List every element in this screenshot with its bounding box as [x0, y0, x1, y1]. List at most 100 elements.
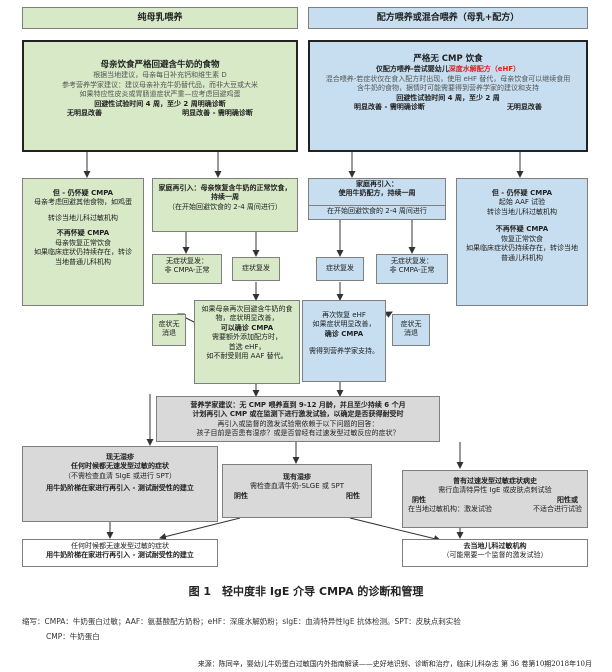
- no-eczema-title: 现无湿疹: [106, 453, 134, 461]
- right-main-line1: 仅配方喂养-尝试婴幼儿: [375, 65, 449, 74]
- left-confirm-box: 如果母亲再次回避含牛奶的食 物，症状明显改善， 可以确诊 CMPA 需要额外添加…: [194, 300, 300, 384]
- right-nofix-l1: 症状无: [400, 320, 422, 328]
- immediate-negative: 阴性: [412, 495, 426, 504]
- left-main-box: 母亲饮食严格回避含牛奶的食物 根据当地建议，母亲每日补充钙和维生素 D 参考营养…: [22, 40, 298, 152]
- no-eczema-l1: 任何时候都无速发型过敏的症状: [71, 462, 169, 471]
- left-still-suspect-box: 但 - 仍怀疑 CMPA 母亲考虑回避其他食物，如鸡蛋 转诊当地儿科过敏机构 不…: [22, 178, 144, 306]
- right-side-l5: 如果临床症状仍持续存在，转诊当地: [466, 244, 578, 253]
- left-main-line3: 如果特应性皮炎或胃肠道症状严重—应考虑回避鸡蛋: [79, 90, 241, 99]
- right-main-line3: 含牛奶的食物，据情时可能需要得到营养学家的建议和支持: [357, 84, 539, 93]
- right-main-title: 严格无 CMP 饮食: [413, 54, 483, 64]
- dietitian-advice-box: 营养学家建议：无 CMP 喂养直到 9-12 月龄，并且至少持续 6 个月 计划…: [156, 396, 440, 442]
- center-l4: 孩子目前是否患有湿疹？或是否曾经有过速发型过敏反应的症状？: [196, 429, 400, 438]
- center-l2: 计划再引入 CMP 或在监测下进行激发试验，以确定是否获得耐受时: [192, 410, 404, 419]
- right-header: 配方喂养或混合喂养（母乳+配方）: [308, 7, 588, 29]
- right-resume-l4: 需得到营养学家支持。: [309, 347, 379, 356]
- left-home-reintro-sub: （在开始回避饮食的 2-4 周间进行）: [168, 202, 282, 211]
- immediate-history-box: 曾有过速发型过敏症状病史 需行血清特异性 IgE 或皮肤点刺试验 阴性 阳性或 …: [402, 470, 588, 528]
- right-recurrence-box: 症状复发: [316, 257, 364, 281]
- left-resume-l6: 如不耐受则用 AAF 替代。: [206, 352, 288, 361]
- center-l1: 营养学家建议：无 CMP 喂养直到 9-12 月龄，并且至少持续 6 个月: [190, 401, 406, 409]
- abbreviations-line1: 缩写：CMPA：牛奶蛋白过敏；AAF：氨基酸配方奶粉；eHF：深度水解奶粉；sI…: [22, 617, 461, 626]
- right-main-no-improve: 无明显改善: [506, 103, 542, 112]
- left-no-resolve-box: 症状无 消退: [152, 314, 186, 346]
- immediate-pos-label: 不适合进行试验: [533, 505, 582, 514]
- figure-caption: 图 1 轻中度非 IgE 介导 CMPA 的诊断和管理: [188, 585, 424, 598]
- right-main-line2: 混合喂养-若症状仅在食入配方时出现，使用 eHF 替代，母亲饮食可以继续食用: [325, 74, 571, 83]
- eczema-negative: 阴性: [234, 491, 248, 500]
- left-resume-l1: 如果母亲再次回避含牛奶的食: [201, 305, 293, 313]
- right-main-ehf: 深度水解配方（eHF）: [448, 65, 521, 74]
- left-side-line5: 如果临床症状仍持续存在，转诊: [34, 248, 132, 257]
- immediate-positive: 阳性或: [557, 495, 578, 504]
- eczema-l1: 需检查血清牛奶-SLGE 或 SPT: [249, 482, 345, 491]
- no-eczema-l3: 用牛奶阶梯在家进行再引入 - 测试耐受性的建立: [46, 484, 194, 493]
- right-side-l4: 恢复正常饮食: [501, 234, 543, 243]
- left-main-line2: 参考营养学家建议：建议母亲补充牛奶替代品，而非大豆或大米: [62, 80, 258, 89]
- right-nosym-l2: 非 CMPA-正常: [389, 266, 435, 275]
- left-resume-l2: 物，症状明显改善，: [215, 314, 279, 323]
- right-resume-l3: 确诊 CMPA: [324, 329, 364, 338]
- right-main-line4: 回避性试验时间 4 周，至少 2 周: [396, 93, 500, 102]
- right-reintro-l2: 在开始回避饮食的 2-4 周间进行: [327, 207, 427, 215]
- left-resume-l4: 需要额外添加配方时，: [212, 333, 282, 342]
- left-recurrence-label: 症状复发: [242, 264, 270, 272]
- left-side-line1: 母亲考虑回避其他食物，如鸡蛋: [34, 198, 132, 207]
- eczema-positive: 阳性: [346, 491, 360, 500]
- right-no-resolve-box: 症状无 消退: [392, 314, 430, 346]
- left-side-line4: 母亲恢复正常饮食: [55, 238, 111, 247]
- immediate-l1: 需行血清特异性 IgE 或皮肤点刺试验: [438, 486, 552, 495]
- right-home-reintro-box: 家庭再引入： 使用牛奶配方，持续一周: [308, 178, 446, 206]
- left-resume-l5: 首选 eHF，: [228, 342, 266, 351]
- left-main-no-improve: 无明显改善: [67, 109, 103, 118]
- right-home-reintro-title: 家庭再引入：: [356, 180, 398, 188]
- left-resume-l3: 可以确诊 CMPA: [220, 323, 274, 332]
- bottom-right-title: 去当地儿科过敏机构: [463, 542, 527, 550]
- right-reintro-l1: 使用牛奶配方，持续一周: [338, 189, 416, 198]
- right-side-l3: 不再怀疑 CMPA: [495, 225, 549, 234]
- right-main-improve: 明显改善 - 需明确诊断: [354, 103, 425, 112]
- left-home-reintro-title: 家庭再引入：母亲恢复含牛奶的正常饮食，持续一周: [158, 184, 292, 202]
- no-eczema-box: 现无湿疹 任何时候都无速发型过敏的症状 （不需检查血清 SIgE 或进行 SPT…: [22, 446, 218, 522]
- eczema-box: 现有湿疹 需检查血清牛奶-SLGE 或 SPT 阴性 阳性: [222, 464, 372, 518]
- right-still-suspect-title: 但 - 仍怀疑 CMPA: [491, 189, 553, 197]
- left-still-suspect-title: 但 - 仍怀疑 CMPA: [52, 189, 114, 197]
- bottom-left-l2: 用牛奶阶梯在家进行再引入 - 测试耐受性的建立: [46, 551, 194, 560]
- abbreviations-line2: CMP：牛奶蛋白: [46, 632, 100, 641]
- left-side-line6: 当地普通儿科机构: [55, 257, 111, 266]
- immediate-title: 曾有过速发型过敏症状病史: [453, 477, 537, 485]
- left-main-improve: 明显改善 - 需明确诊断: [182, 109, 253, 118]
- left-nosym-l1: 无症状复发：: [166, 257, 208, 265]
- left-nofix-l2: 消退: [162, 329, 176, 338]
- refer-allergy-box: 去当地儿科过敏机构 （可能需要一个监督的激发试验）: [402, 539, 588, 567]
- left-header: 纯母乳喂养: [22, 7, 298, 29]
- right-side-l2: 转诊当地儿科过敏机构: [487, 207, 557, 216]
- bottom-left-l1: 任何时候都无速发型过敏的症状: [71, 542, 169, 550]
- right-main-box: 严格无 CMP 饮食 仅配方喂养-尝试婴幼儿深度水解配方（eHF） 混合喂养-若…: [308, 40, 588, 152]
- right-side-l6: 普通儿科机构: [501, 253, 543, 262]
- right-still-suspect-box: 但 - 仍怀疑 CMPA 起始 AAF 试验 转诊当地儿科过敏机构 不再怀疑 C…: [456, 178, 588, 306]
- left-main-title: 母亲饮食严格回避含牛奶的食物: [100, 60, 220, 70]
- right-resume-l2: 如果症状明显改善，: [312, 320, 376, 329]
- right-no-recurrence-box: 无症状复发： 非 CMPA-正常: [376, 254, 448, 284]
- source-citation: 来源：陈同辛，婴幼儿牛奶蛋白过敏国内外指南解读——史好地识别、诊断和治疗，临床儿…: [197, 660, 592, 668]
- left-no-recurrence-box: 无症状复发： 非 CMPA-正常: [152, 254, 222, 284]
- right-confirm-box: 再次恢复 eHF 如果症状明显改善， 确诊 CMPA 需得到营养学家支持。: [302, 300, 386, 382]
- left-nofix-l1: 症状无: [158, 320, 180, 328]
- left-nosym-l2: 非 CMPA-正常: [164, 266, 210, 275]
- left-main-line1: 根据当地建议，母亲每日补充钙和维生素 D: [93, 71, 227, 80]
- right-nofix-l2: 消退: [404, 329, 418, 338]
- no-eczema-l2: （不需检查血清 SIgE 或进行 SPT）: [64, 471, 176, 480]
- home-ladder-box: 任何时候都无速发型过敏的症状 用牛奶阶梯在家进行再引入 - 测试耐受性的建立: [22, 539, 218, 567]
- left-main-line4: 回避性试验时间 4 周，至少 2 周明确诊断: [94, 99, 226, 108]
- left-side-line2: 转诊当地儿科过敏机构: [48, 213, 118, 222]
- left-home-reintro-box: 家庭再引入：母亲恢复含牛奶的正常饮食，持续一周 （在开始回避饮食的 2-4 周间…: [152, 178, 298, 232]
- right-recurrence-label: 症状复发: [326, 264, 354, 272]
- center-l3: 再引入或监督的激发试验需依赖于以下问题的回答：: [217, 419, 379, 428]
- immediate-neg-label: 在当地过敏机构：激发试验: [408, 505, 492, 514]
- left-recurrence-box: 症状复发: [232, 257, 280, 281]
- right-reintro-timing: 在开始回避饮食的 2-4 周间进行: [308, 206, 446, 220]
- right-side-l1: 起始 AAF 试验: [498, 198, 546, 207]
- bottom-right-l1: （可能需要一个监督的激发试验）: [442, 551, 548, 560]
- right-resume-l1: 再次恢复 eHF: [322, 311, 366, 319]
